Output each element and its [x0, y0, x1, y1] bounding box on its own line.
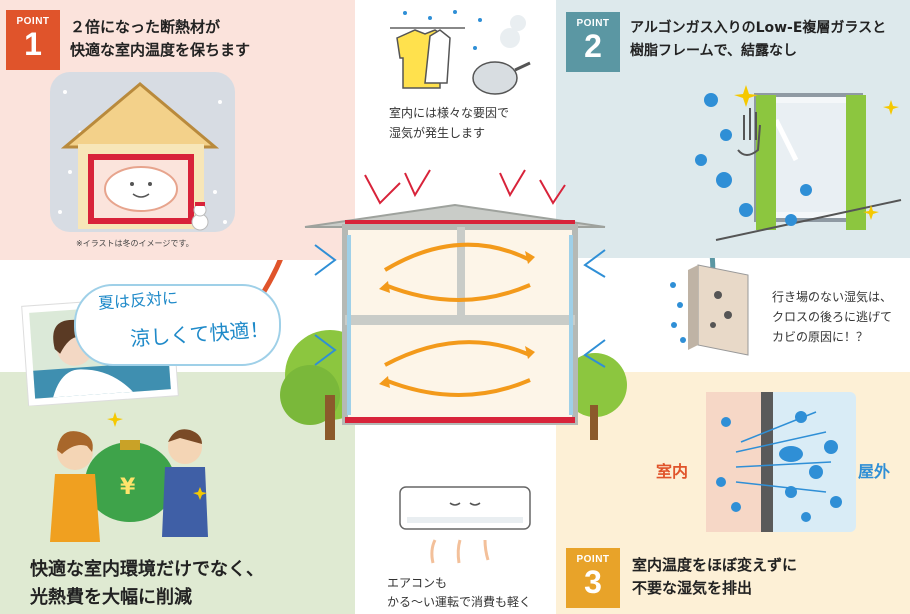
indoor-label: 室内 — [656, 462, 689, 481]
window-condensation-illustration — [695, 85, 902, 241]
point3-badge: POINT 3 — [566, 548, 620, 608]
air-conditioner-illustration — [399, 486, 531, 564]
point2-title: アルゴンガス入りのLow-E複層ガラスと 樹脂フレームで、結露なし — [630, 20, 887, 59]
point1-caption: ※イラストは冬のイメージです。 — [76, 239, 194, 248]
svg-text:¥: ¥ — [120, 475, 136, 500]
point1-title: ２倍になった断熱材が 快適な室内温度を保ちます — [70, 18, 251, 59]
point2-panel: POINT 2 アルゴンガス入りのLow-E複層ガラスと 樹脂フレームで、結露な… — [556, 0, 910, 258]
snowy-house-illustration — [50, 72, 235, 232]
cost-saving-title: 快適な室内環境だけでなく、 光熱費を大幅に削減 — [30, 559, 264, 608]
point2-badge: POINT 2 — [566, 12, 620, 72]
point3-panel: 室内 屋外 POINT 3 室内温度をほぼ変えずに 不要な湿気を排出 — [556, 372, 910, 614]
bottom-center-note: エアコンも かる〜い運転で消費も軽く — [387, 576, 532, 609]
laundry-kettle-illustration — [390, 10, 531, 95]
mid-right-note: 行き場のない湿気は、 クロスの後ろに逃げて カビの原因に！？ — [772, 290, 893, 344]
mold-wall-illustration — [670, 264, 749, 356]
vapor-permeable-wall-illustration — [706, 392, 856, 532]
outdoor-label: 屋外 — [858, 462, 891, 481]
point1-panel: POINT 1 ２倍になった断熱材が 快適な室内温度を保ちます ※イラストは冬の… — [0, 0, 355, 260]
people-saving-money-illustration: ¥ — [50, 412, 208, 542]
house-cross-section — [280, 169, 627, 440]
point1-badge: POINT 1 — [6, 10, 60, 70]
point3-title: 室内温度をほぼ変えずに 不要な湿気を排出 — [632, 556, 798, 597]
summer-bubble — [74, 284, 281, 366]
top-center-note: 室内には様々な要因で 湿気が発生します — [389, 106, 510, 140]
